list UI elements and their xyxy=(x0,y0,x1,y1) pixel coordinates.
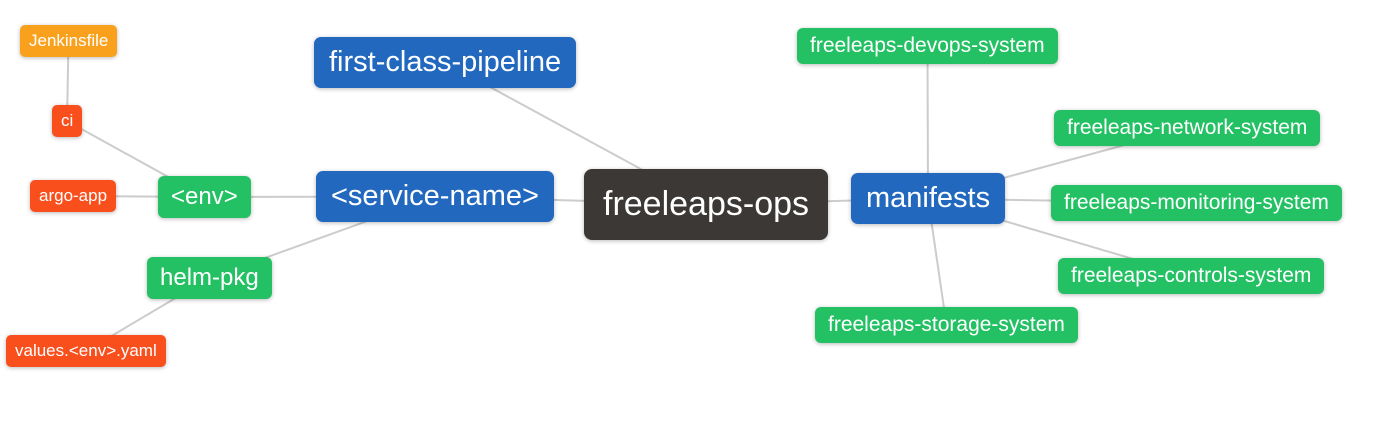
node-first-class-pipeline[interactable]: first-class-pipeline xyxy=(314,37,577,89)
node-freeleaps-monitoring-system[interactable]: freeleaps-monitoring-system xyxy=(1051,185,1342,222)
node-freeleaps-network-system[interactable]: freeleaps-network-system xyxy=(1054,110,1321,147)
node-argo-app[interactable]: argo-app xyxy=(30,180,117,212)
node-values-env-yaml[interactable]: values.<env>.yaml xyxy=(6,335,166,367)
node-env[interactable]: <env> xyxy=(158,176,251,218)
node-service-name[interactable]: <service-name> xyxy=(316,171,554,223)
node-manifests[interactable]: manifests xyxy=(851,173,1006,225)
node-freeleaps-controls-system[interactable]: freeleaps-controls-system xyxy=(1058,258,1325,295)
node-jenkinsfile[interactable]: Jenkinsfile xyxy=(20,25,118,57)
node-freeleaps-devops-system[interactable]: freeleaps-devops-system xyxy=(797,28,1058,65)
node-freeleaps-storage-system[interactable]: freeleaps-storage-system xyxy=(815,307,1078,344)
node-helm-pkg[interactable]: helm-pkg xyxy=(147,257,272,299)
node-freeleaps-ops-root[interactable]: freeleaps-ops xyxy=(584,169,829,241)
node-ci[interactable]: ci xyxy=(52,105,83,137)
